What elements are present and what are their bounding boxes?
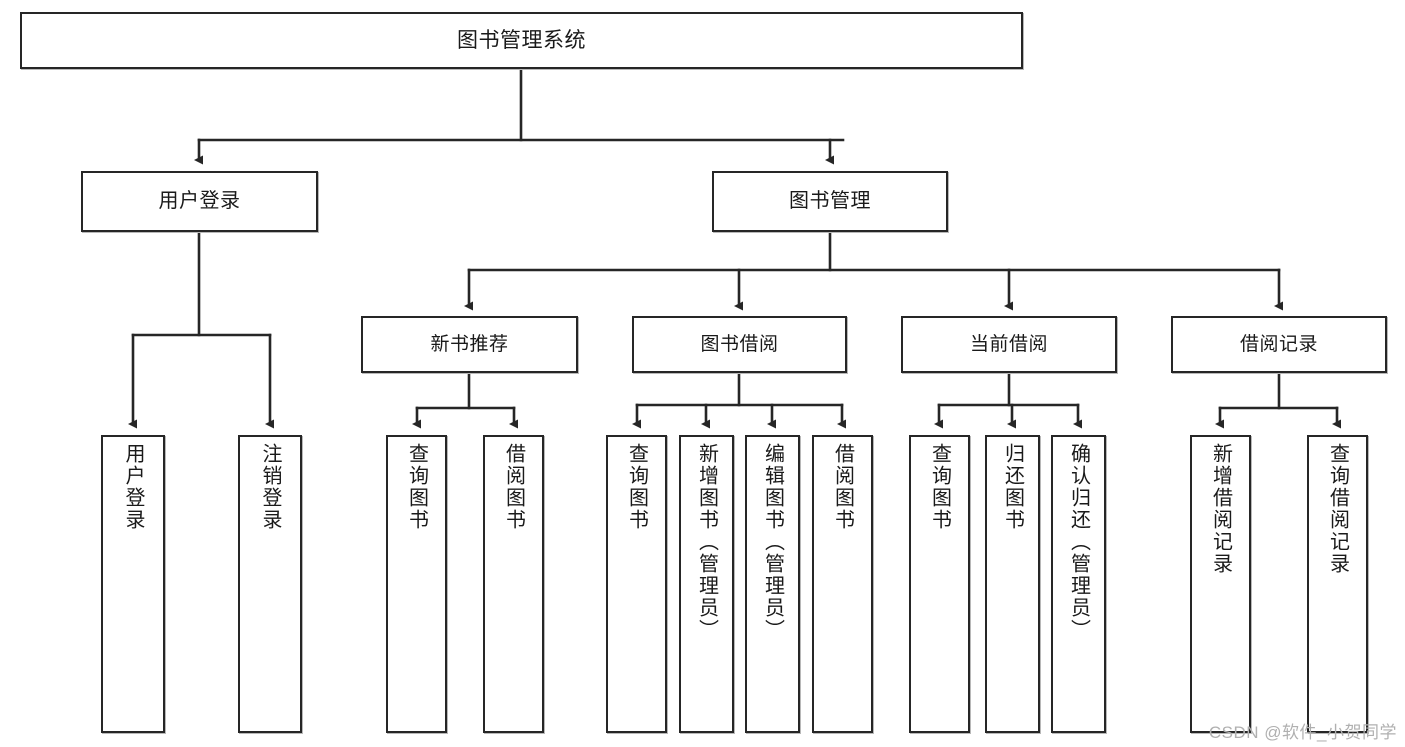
node-leaf-borrow-book-1[interactable]: 借阅图书: [483, 435, 544, 733]
node-leaf-edit-book[interactable]: 编辑图书（管理员）: [745, 435, 800, 733]
node-leaf-query-book-3[interactable]: 查询图书: [909, 435, 970, 733]
node-borrow-record[interactable]: 借阅记录: [1171, 316, 1387, 373]
node-current-borrow-label: 当前借阅: [969, 333, 1048, 355]
node-book-management-label: 图书管理: [789, 190, 871, 213]
node-leaf-return-book-label: 归还图书: [1001, 443, 1024, 531]
node-leaf-user-login[interactable]: 用户登录: [101, 435, 165, 733]
node-leaf-user-logout-label: 注销登录: [259, 443, 281, 531]
node-borrow-record-label: 借阅记录: [1239, 333, 1318, 355]
node-book-management[interactable]: 图书管理: [712, 171, 948, 232]
node-leaf-user-logout[interactable]: 注销登录: [238, 435, 302, 733]
node-leaf-query-book-2[interactable]: 查询图书: [606, 435, 667, 733]
node-leaf-borrow-book-2[interactable]: 借阅图书: [812, 435, 873, 733]
node-book-borrow[interactable]: 图书借阅: [632, 316, 847, 373]
node-leaf-query-book-2-label: 查询图书: [625, 443, 648, 531]
node-leaf-edit-book-label: 编辑图书（管理员）: [761, 443, 784, 641]
node-leaf-query-book-3-label: 查询图书: [928, 443, 951, 531]
node-leaf-query-book-1-label: 查询图书: [405, 443, 428, 531]
node-user-login-label: 用户登录: [158, 190, 241, 213]
node-leaf-confirm-return-label: 确认归还（管理员）: [1067, 443, 1090, 641]
node-leaf-borrow-book-1-label: 借阅图书: [502, 443, 525, 531]
node-leaf-add-book[interactable]: 新增图书（管理员）: [679, 435, 734, 733]
node-user-login[interactable]: 用户登录: [81, 171, 318, 232]
watermark-csdn: CSDN @软件_小贺同学: [1208, 723, 1397, 742]
node-book-borrow-label: 图书借阅: [700, 333, 779, 355]
node-leaf-borrow-book-2-label: 借阅图书: [831, 443, 854, 531]
node-leaf-add-record-label: 新增借阅记录: [1209, 443, 1232, 575]
node-new-book-recommend-label: 新书推荐: [430, 333, 509, 355]
node-leaf-confirm-return[interactable]: 确认归还（管理员）: [1051, 435, 1106, 733]
node-leaf-query-book-1[interactable]: 查询图书: [386, 435, 447, 733]
node-root-system[interactable]: 图书管理系统: [20, 12, 1023, 69]
node-leaf-query-record-label: 查询借阅记录: [1326, 443, 1349, 575]
node-current-borrow[interactable]: 当前借阅: [901, 316, 1117, 373]
node-root-system-label: 图书管理系统: [457, 28, 586, 52]
node-leaf-add-record[interactable]: 新增借阅记录: [1190, 435, 1251, 733]
node-leaf-return-book[interactable]: 归还图书: [985, 435, 1040, 733]
node-leaf-query-record[interactable]: 查询借阅记录: [1307, 435, 1368, 733]
node-new-book-recommend[interactable]: 新书推荐: [361, 316, 578, 373]
node-leaf-add-book-label: 新增图书（管理员）: [695, 443, 718, 641]
node-leaf-user-login-label: 用户登录: [122, 443, 144, 531]
